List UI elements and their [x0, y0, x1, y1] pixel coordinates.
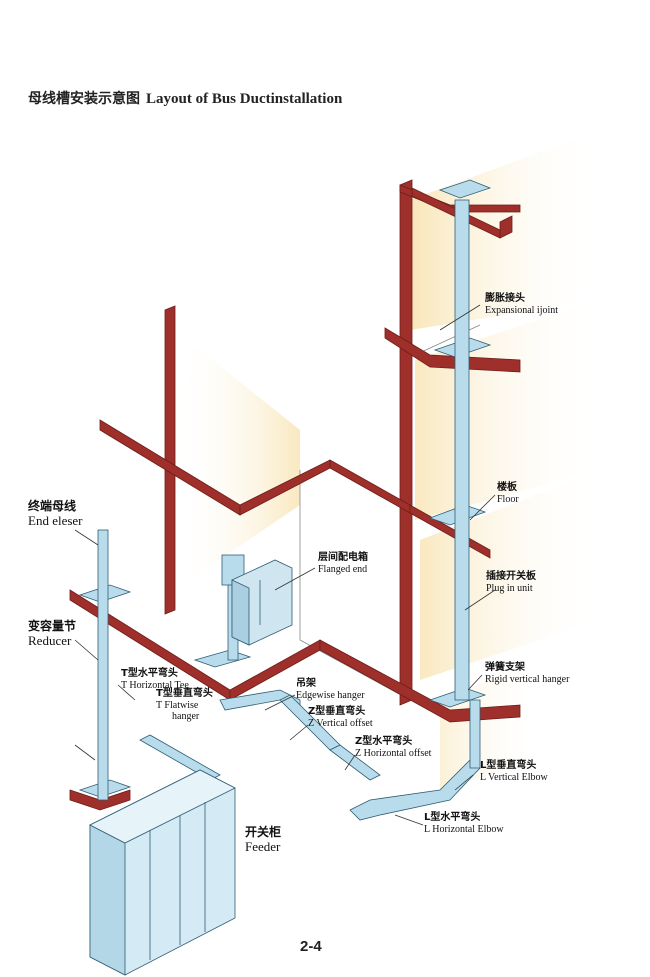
- leader-lines: [74, 304, 496, 826]
- label-rigid-hanger: 弹簧支架 Rigid vertical hanger: [485, 662, 570, 685]
- page-title: 母线槽安装示意图 Layout of Bus Ductinstallation: [28, 88, 342, 108]
- title-en: Layout of Bus Ductinstallation: [146, 91, 343, 107]
- vertical-bus-ducts: [97, 199, 470, 801]
- label-l-horizontal-elbow: L型水平弯头 L Horizontal Elbow: [424, 812, 504, 835]
- label-z-vertical-offset: Z型垂直弯头 Z Vertical offset: [308, 706, 373, 729]
- label-z-horizontal-offset: Z型水平弯头 Z Horizontal offset: [355, 736, 432, 759]
- label-floor: 楼板 Floor: [497, 482, 519, 505]
- distribution-box: [231, 559, 293, 646]
- label-t-horizontal-tee: T型水平弯头 T Horizontal Tee: [121, 668, 189, 691]
- label-feeder: 开关柜 Feeder: [245, 825, 282, 854]
- page-number: 2-4: [300, 938, 322, 955]
- feeder-cabinet: [89, 769, 236, 976]
- label-plug-in-unit: 插接开关板 Plug in unit: [486, 571, 536, 594]
- label-edgewise-hanger: 吊架 Edgewise hanger: [296, 678, 365, 701]
- label-t-flatwise: T型垂直弯头 T Flatwise hanger: [156, 688, 213, 722]
- label-reducer: 变容量节 Reducer: [28, 619, 77, 648]
- label-flanged-end: 层间配电箱 Flanged end: [318, 552, 368, 575]
- label-expansion-joint: 膨胀接头 Expansional ijoint: [485, 293, 559, 316]
- label-end-closer: 终端母线 End eleser: [28, 499, 83, 528]
- title-zh: 母线槽安装示意图: [28, 91, 140, 107]
- label-l-vertical-elbow: L型垂直弯头 L Vertical Elbow: [480, 760, 548, 783]
